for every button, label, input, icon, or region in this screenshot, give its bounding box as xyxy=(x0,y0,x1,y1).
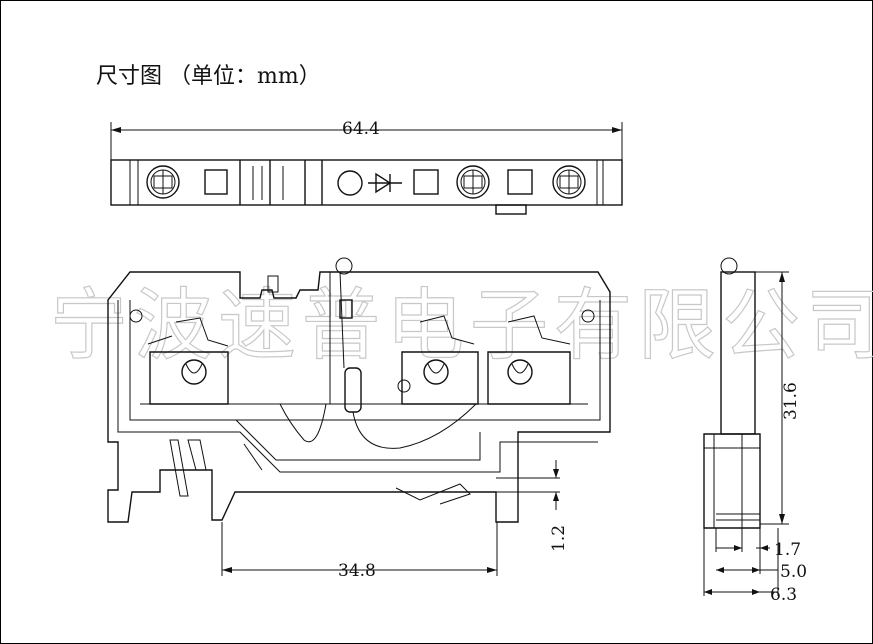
front-view: 1.2 34.8 xyxy=(107,257,611,581)
screw-icon xyxy=(146,165,180,199)
test-port-icon xyxy=(507,169,533,195)
dim-side-height: 31.6 xyxy=(781,382,801,420)
watermark-text: 宁波速普电子有限公司 xyxy=(50,281,873,371)
diode-icon xyxy=(368,172,402,194)
spring-clamp-icon xyxy=(147,317,229,405)
test-port-icon xyxy=(413,169,439,195)
screw-icon xyxy=(456,165,490,199)
dim-side-b: 5.0 xyxy=(780,562,807,582)
dim-step-height: 1.2 xyxy=(549,525,569,552)
side-view: 31.6 1.7 5.0 6.3 xyxy=(703,257,807,605)
dim-side-c: 6.3 xyxy=(770,585,797,605)
spring-clamp-icon xyxy=(397,315,479,405)
led-icon xyxy=(337,170,363,196)
dim-side-a: 1.7 xyxy=(774,540,801,560)
top-view: 64.4 xyxy=(110,119,623,215)
test-port-icon xyxy=(204,169,228,195)
screw-icon xyxy=(552,165,586,199)
dim-overall-length: 64.4 xyxy=(342,119,380,139)
spring-clamp-icon xyxy=(487,315,571,405)
dim-mount-width: 34.8 xyxy=(338,561,376,581)
drawing-title: 尺寸图 （单位：mm） xyxy=(96,64,321,89)
resistor-icon xyxy=(279,271,477,449)
